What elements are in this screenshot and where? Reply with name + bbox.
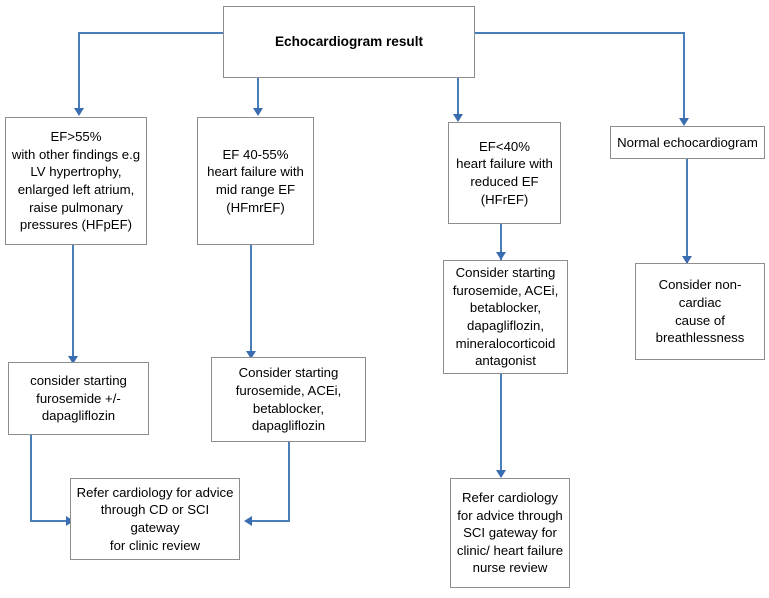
arrowhead-root-to-normal (679, 118, 689, 126)
arrowhead-hfmref-treat-to-refer (244, 516, 252, 526)
node-hfmref: EF 40-55% heart failure with mid range E… (197, 117, 314, 245)
node-hfmref-treatment: Consider starting furosemide, ACEi, beta… (211, 357, 366, 442)
connector-root-to-normal-vertical (683, 32, 685, 122)
connector-hfpef-treat-to-refer-vertical (30, 435, 32, 522)
connector-root-to-hfmref-vertical (257, 78, 259, 111)
connector-hfref-treat-to-refer (500, 374, 502, 477)
arrowhead-root-to-hfmref (253, 108, 263, 116)
connector-hfpef-treat-to-refer-horizontal (30, 520, 70, 522)
node-noncardiac-cause: Consider non-cardiac cause of breathless… (635, 263, 765, 360)
connector-root-to-hfpef-vertical (78, 32, 80, 111)
node-hfpef: EF>55% with other findings e.g LV hypert… (5, 117, 147, 245)
connector-normal-to-noncardiac (686, 159, 688, 265)
connector-hfref-to-treat (500, 224, 502, 260)
node-hfref: EF<40% heart failure with reduced EF (HF… (448, 122, 561, 224)
connector-hfmref-treat-to-refer-horizontal (248, 520, 290, 522)
connector-hfmref-to-treat (250, 245, 252, 355)
node-normal-echocardiogram: Normal echocardiogram (610, 126, 765, 159)
connector-root-to-hfref-vertical (457, 78, 459, 118)
node-echocardiogram-result: Echocardiogram result (223, 6, 475, 78)
node-refer-cardiology-left: Refer cardiology for advice through CD o… (70, 478, 240, 560)
arrowhead-hfref-to-treat (496, 252, 506, 260)
connector-hfpef-to-treat (72, 245, 74, 360)
arrowhead-hfref-treat-to-refer (496, 470, 506, 478)
arrowhead-root-to-hfref (453, 114, 463, 122)
node-refer-cardiology-right: Refer cardiology for advice through SCI … (450, 478, 570, 588)
node-hfpef-treatment: consider starting furosemide +/- dapagli… (8, 362, 149, 435)
connector-root-to-normal-horizontal (475, 32, 685, 34)
arrowhead-hfpef-to-treat (68, 356, 78, 364)
arrowhead-hfmref-to-treat (246, 351, 256, 359)
arrowhead-normal-to-noncardiac (682, 256, 692, 264)
connector-root-to-hfpef-horizontal (78, 32, 224, 34)
node-hfref-treatment: Consider starting furosemide, ACEi, beta… (443, 260, 568, 374)
connector-hfmref-treat-to-refer-vertical (288, 442, 290, 522)
arrowhead-root-to-hfpef (74, 108, 84, 116)
